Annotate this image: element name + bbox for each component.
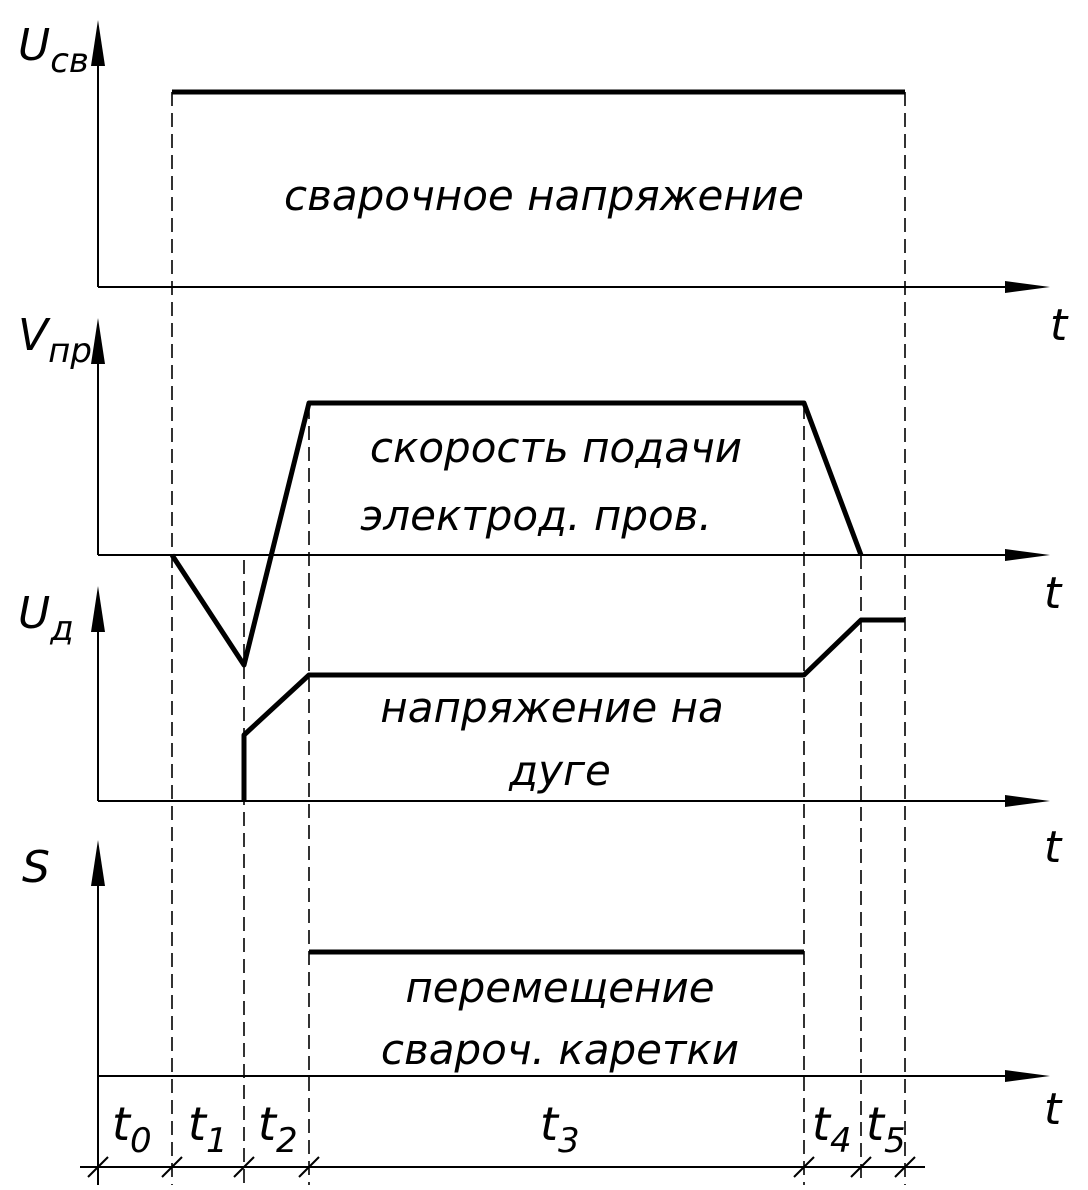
t-axis-label: t	[1050, 300, 1069, 351]
y-axis-arrow-icon	[91, 840, 105, 886]
graph-arc-voltage: Uд t напряжение на дуге	[18, 586, 1063, 873]
t-axis-label: t	[1044, 1084, 1063, 1135]
axis-symbol: Uд	[18, 588, 74, 649]
caption-line-2: свароч. каретки	[381, 1025, 739, 1074]
graph-welding-voltage: Uсв t сварочное напряжение	[18, 20, 1069, 351]
interval-t0: t0	[112, 1097, 152, 1161]
caption-line-1: скорость подачи	[370, 423, 742, 472]
wire-feed-curve	[169, 400, 864, 668]
caption: сварочное напряжение	[284, 171, 804, 220]
t-axis-label: t	[1044, 822, 1063, 873]
caption-line-2: электрод. пров.	[360, 491, 712, 540]
y-axis-arrow-icon	[91, 20, 105, 66]
arc-voltage-curve	[241, 617, 905, 801]
t-axis-label: t	[1044, 568, 1063, 619]
caption-line-1: напряжение на	[380, 683, 723, 732]
axis-symbol: Uсв	[18, 20, 89, 81]
x-axis-arrow-icon	[1005, 795, 1050, 807]
y-axis-arrow-icon	[91, 318, 105, 364]
interval-t1: t1	[188, 1097, 228, 1161]
graph-carriage: S t перемещение свароч. каретки	[22, 840, 1063, 1135]
x-axis-arrow-icon	[1005, 1070, 1050, 1082]
x-axis-arrow-icon	[1005, 549, 1050, 561]
interval-t3: t3	[540, 1097, 580, 1161]
axis-symbol: S	[22, 842, 50, 893]
dimension-ticks	[87, 1156, 916, 1178]
time-markers	[171, 92, 906, 1185]
axis-symbol: Vпр	[18, 310, 92, 371]
interval-t5: t5	[866, 1097, 906, 1161]
graph-wire-feed: Vпр t скорость подачи электрод. пров.	[18, 310, 1063, 668]
caption-line-1: перемещение	[405, 963, 714, 1012]
interval-t4: t4	[812, 1097, 852, 1161]
interval-t2: t2	[258, 1097, 298, 1161]
caption-line-2: дуге	[508, 746, 611, 795]
timeline: t0 t1 t2 t3 t4 t5	[80, 1076, 925, 1185]
x-axis-arrow-icon	[1005, 281, 1050, 293]
y-axis-arrow-icon	[91, 586, 105, 632]
